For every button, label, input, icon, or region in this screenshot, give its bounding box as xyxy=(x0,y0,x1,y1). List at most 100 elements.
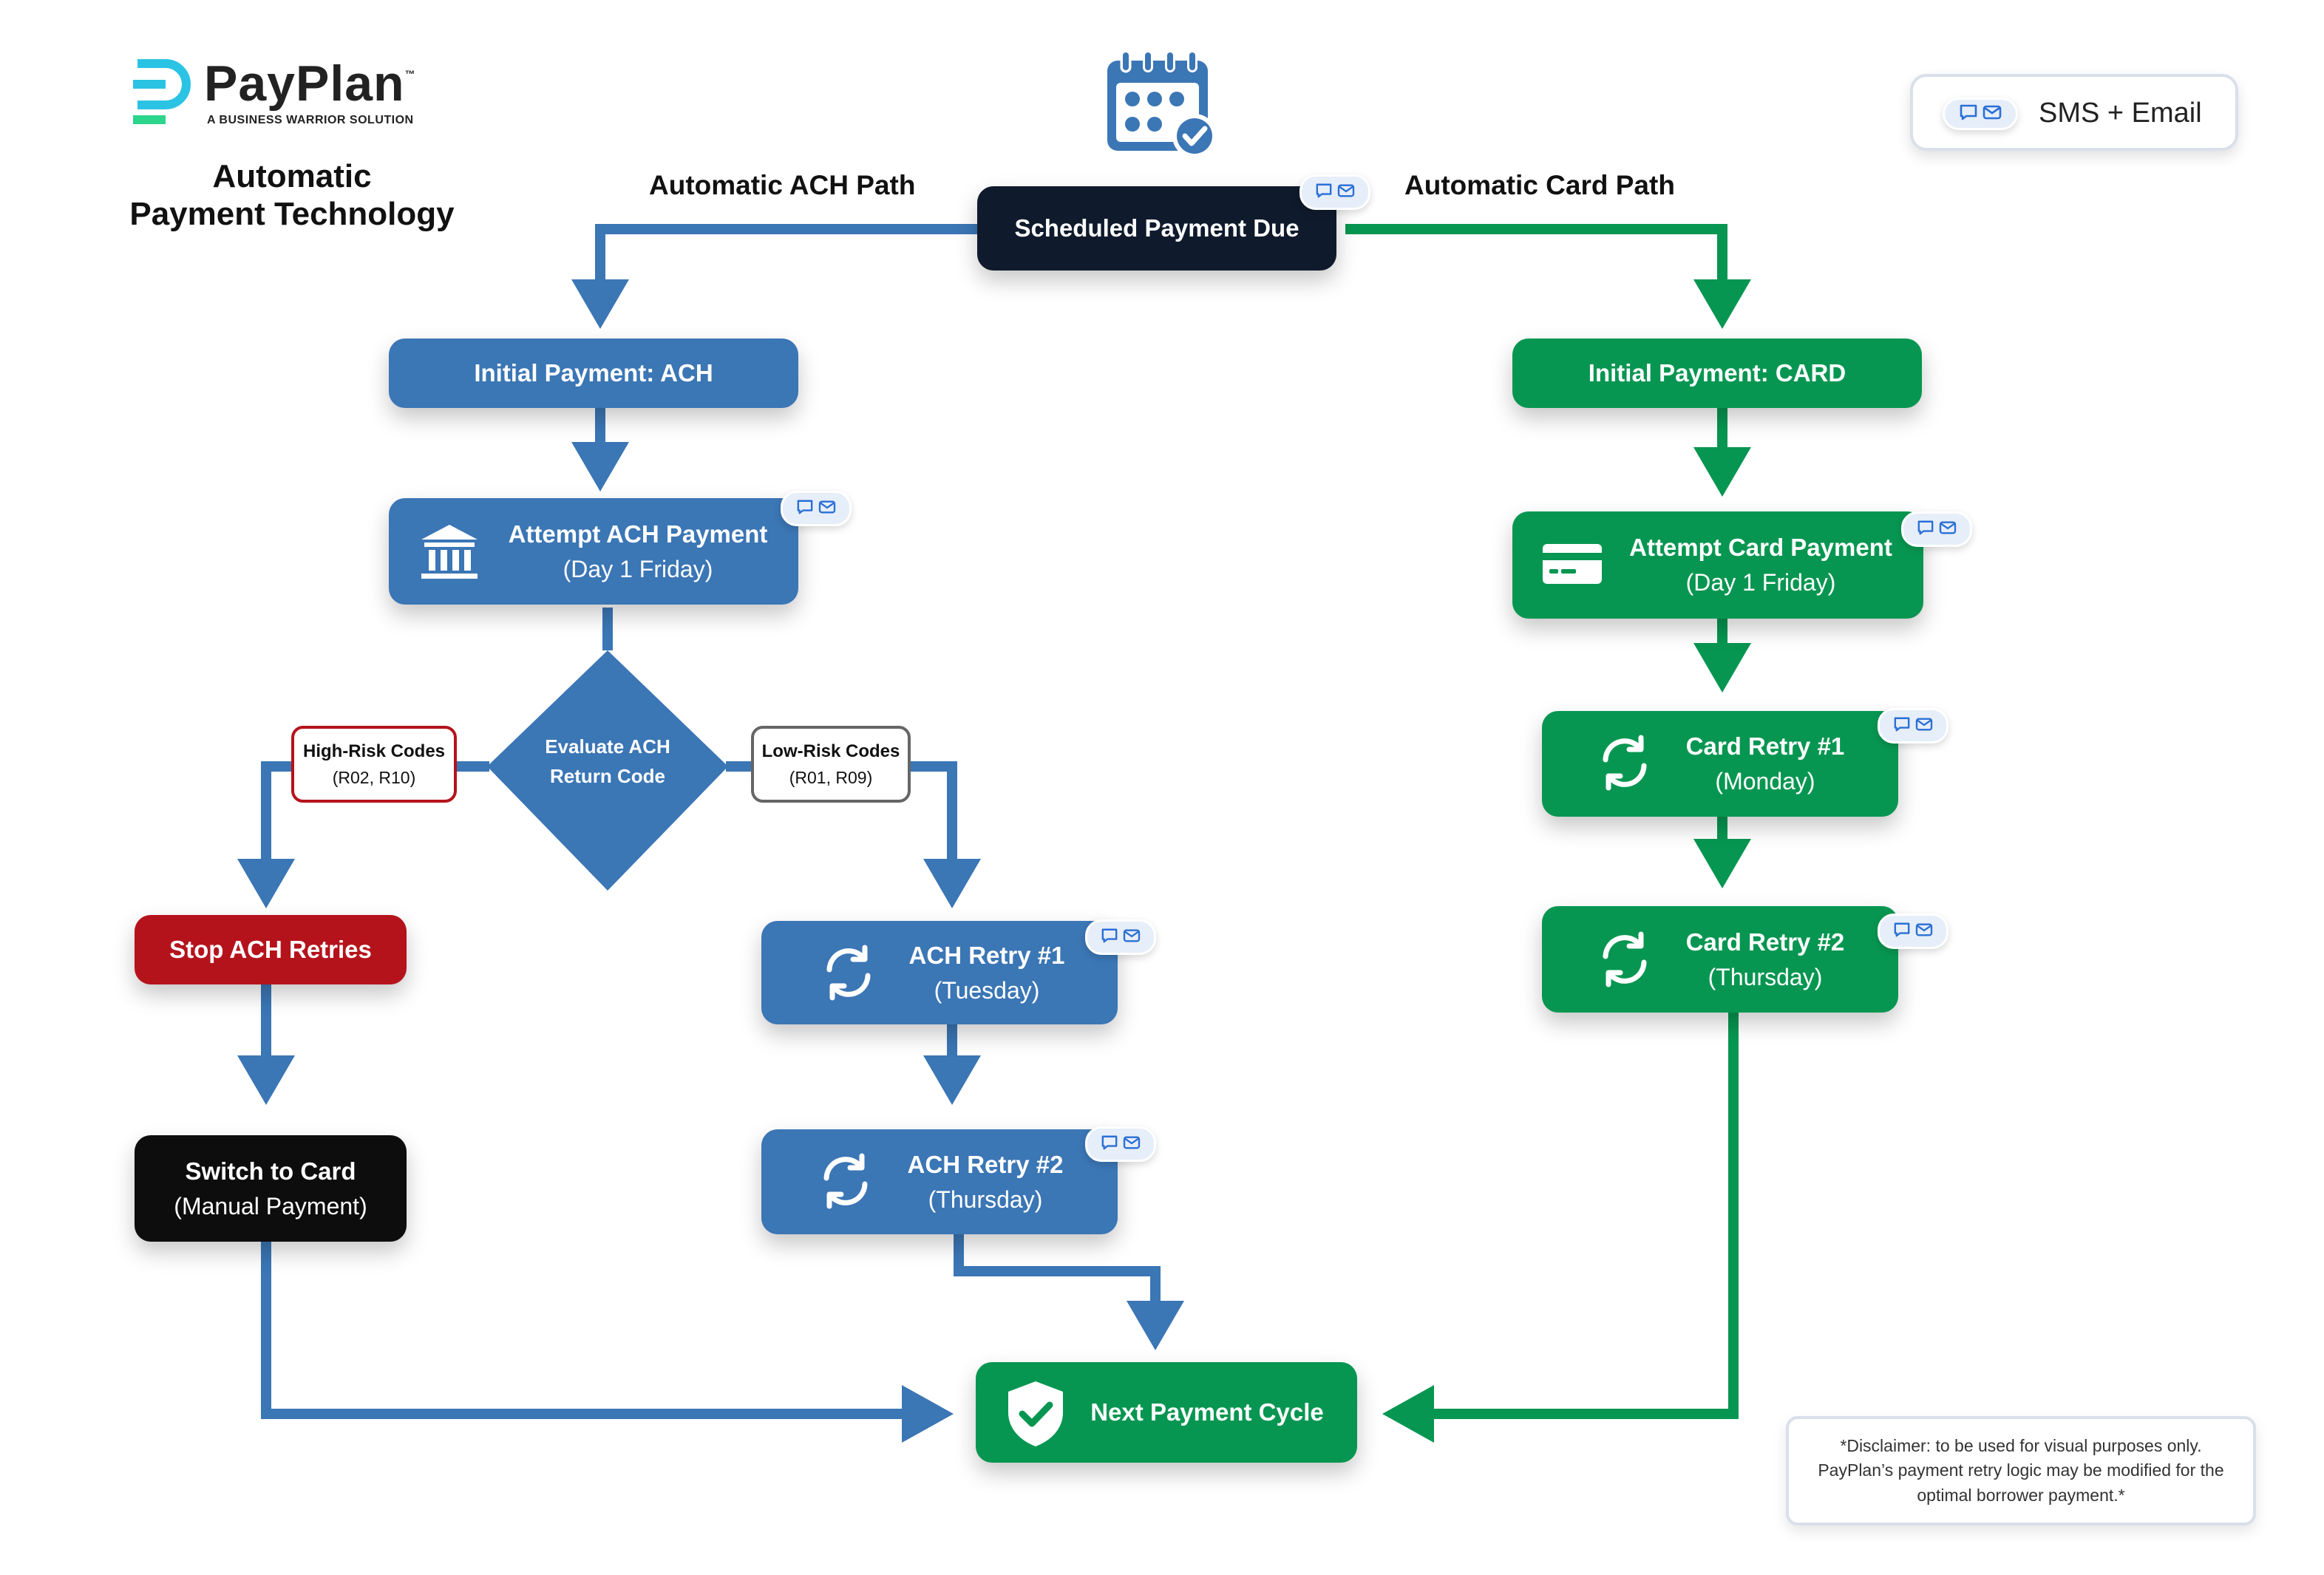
arrowhead-ach-initial xyxy=(571,279,629,329)
high-risk-codes-box: High-Risk Codes (R02, R10) xyxy=(291,726,457,803)
node-ach-retry2-title: ACH Retry #2 xyxy=(907,1150,1064,1178)
node-ach-retry1-title: ACH Retry #1 xyxy=(908,941,1065,969)
connector-cardretry2-to-next xyxy=(1427,1013,1739,1419)
chat-bubble-icon xyxy=(1315,183,1333,203)
page-title: Automatic Payment Technology xyxy=(111,158,473,233)
disclaimer-box: *Disclaimer: to be used for visual purpo… xyxy=(1786,1416,2256,1525)
evaluate-ach-label: Evaluate ACH Return Code xyxy=(510,732,705,792)
arrowhead-card-retry2 xyxy=(1693,839,1751,888)
arrowhead-next-top xyxy=(1127,1301,1184,1350)
node-ach-retry2-sub: (Thursday) xyxy=(928,1185,1043,1213)
chat-bubble-icon xyxy=(1101,1135,1118,1154)
high-risk-title: High-Risk Codes xyxy=(302,741,446,761)
node-initial-payment-ach[interactable]: Initial Payment: ACH xyxy=(389,339,798,408)
node-ach-retry-2[interactable]: ACH Retry #2 (Thursday) xyxy=(761,1129,1118,1234)
node-initial-card-label: Initial Payment: CARD xyxy=(1588,359,1846,387)
card-path-label: Automatic Card Path xyxy=(1404,170,1675,200)
arrowhead-card-initial xyxy=(1693,279,1751,329)
mail-icon xyxy=(1337,183,1355,202)
node-attempt-ach-title: Attempt ACH Payment xyxy=(508,520,768,548)
node-initial-ach-label: Initial Payment: ACH xyxy=(474,359,713,387)
legend-badge xyxy=(1943,98,2018,130)
brand-tagline: A BUSINESS WARRIOR SOLUTION xyxy=(207,114,414,126)
node-switch-card-sub: (Manual Payment) xyxy=(174,1192,367,1219)
badge-card-retry-2 xyxy=(1878,914,1948,949)
evaluate-diamond xyxy=(487,650,728,891)
node-ach-retry1-sub: (Tuesday) xyxy=(934,976,1040,1004)
badge-card-retry-1 xyxy=(1878,708,1948,744)
shield-check-icon xyxy=(1002,1378,1069,1448)
arrowhead-ach-attempt xyxy=(571,442,629,491)
mail-icon xyxy=(1123,1135,1141,1154)
node-attempt-ach-sub: (Day 1 Friday) xyxy=(563,555,713,582)
node-attempt-ach-text: Attempt ACH Payment (Day 1 Friday) xyxy=(509,517,768,586)
node-attempt-card-payment[interactable]: Attempt Card Payment (Day 1 Friday) xyxy=(1512,511,1923,619)
node-ach-retry1-text: ACH Retry #1 (Tuesday) xyxy=(909,938,1065,1007)
chat-bubble-icon xyxy=(1959,103,1978,125)
node-next-cycle-label: Next Payment Cycle xyxy=(1090,1398,1324,1426)
node-card-retry2-text: Card Retry #2 (Thursday) xyxy=(1686,925,1845,994)
node-ach-retry2-text: ACH Retry #2 (Thursday) xyxy=(908,1147,1064,1217)
node-card-retry-1[interactable]: Card Retry #1 (Monday) xyxy=(1542,711,1898,817)
high-risk-codes: (R02, R10) xyxy=(332,767,416,787)
node-card-retry1-sub: (Monday) xyxy=(1715,768,1815,795)
evaluate-line2: Return Code xyxy=(550,765,665,788)
calendar-check-icon xyxy=(1101,50,1220,161)
mail-icon xyxy=(1915,922,1933,941)
node-switch-card-text: Switch to Card (Manual Payment) xyxy=(174,1154,367,1223)
page-title-line2: Payment Technology xyxy=(129,195,455,232)
low-risk-codes: (R01, R09) xyxy=(789,767,873,787)
arrowhead-card-attempt xyxy=(1693,447,1751,497)
mail-icon xyxy=(1123,928,1141,947)
node-next-payment-cycle[interactable]: Next Payment Cycle xyxy=(976,1362,1357,1463)
mail-icon xyxy=(1939,520,1957,539)
page-title-line1: Automatic xyxy=(212,158,372,194)
evaluate-line1: Evaluate ACH xyxy=(545,735,670,758)
connector-switch-to-next xyxy=(261,1242,909,1419)
node-initial-payment-card[interactable]: Initial Payment: CARD xyxy=(1512,339,1922,408)
disclaimer-text: *Disclaimer: to be used for visual purpo… xyxy=(1818,1435,2224,1505)
arrowhead-lowrisk xyxy=(923,859,981,908)
badge-attempt-card xyxy=(1901,511,1972,547)
node-stop-ach-label: Stop ACH Retries xyxy=(169,936,372,963)
connector-retry2-to-next xyxy=(954,1234,1161,1304)
badge-scheduled xyxy=(1299,174,1370,210)
arrowhead-highrisk xyxy=(237,859,295,908)
chat-bubble-icon xyxy=(1101,928,1118,948)
node-ach-retry-1[interactable]: ACH Retry #1 (Tuesday) xyxy=(761,921,1118,1024)
node-switch-to-card[interactable]: Switch to Card (Manual Payment) xyxy=(135,1135,407,1242)
chat-bubble-icon xyxy=(1893,922,1911,942)
node-card-retry2-sub: (Thursday) xyxy=(1708,963,1823,990)
node-scheduled-payment-due[interactable]: Scheduled Payment Due xyxy=(977,186,1336,271)
node-card-retry-2[interactable]: Card Retry #2 (Thursday) xyxy=(1542,906,1898,1013)
legend-box: SMS + Email xyxy=(1910,74,2238,151)
brand-logo: PayPlan™ A BUSINESS WARRIOR SOLUTION xyxy=(133,55,458,133)
node-card-retry2-title: Card Retry #2 xyxy=(1685,928,1845,956)
node-attempt-card-text: Attempt Card Payment (Day 1 Friday) xyxy=(1629,530,1892,599)
mail-icon xyxy=(818,500,836,518)
bank-icon xyxy=(418,520,480,582)
arrowhead-card-retry1 xyxy=(1693,643,1751,693)
badge-ach-retry-1 xyxy=(1085,919,1156,955)
node-stop-ach-retries[interactable]: Stop ACH Retries xyxy=(135,915,407,984)
node-attempt-ach-payment[interactable]: Attempt ACH Payment (Day 1 Friday) xyxy=(389,498,798,605)
low-risk-codes-box: Low-Risk Codes (R01, R09) xyxy=(751,726,911,803)
legend-label: SMS + Email xyxy=(2039,98,2202,129)
chat-bubble-icon xyxy=(1917,520,1934,540)
mail-icon xyxy=(1915,717,1933,735)
connector-scheduled-to-card xyxy=(1345,224,1727,281)
arrowhead-retry2 xyxy=(923,1055,981,1105)
low-risk-title: Low-Risk Codes xyxy=(761,741,900,761)
node-attempt-card-sub: (Day 1 Friday) xyxy=(1685,569,1836,596)
refresh-icon xyxy=(816,1152,875,1211)
arrowhead-next-right xyxy=(1382,1385,1434,1443)
mail-icon xyxy=(1982,104,2002,124)
connector-scheduled-to-ach xyxy=(595,224,991,281)
node-attempt-card-title: Attempt Card Payment xyxy=(1629,534,1892,562)
refresh-icon xyxy=(819,943,878,1002)
arrowhead-switch xyxy=(237,1055,295,1105)
refresh-icon xyxy=(1595,733,1654,792)
refresh-icon xyxy=(1595,930,1654,989)
chat-bubble-icon xyxy=(1893,716,1911,736)
